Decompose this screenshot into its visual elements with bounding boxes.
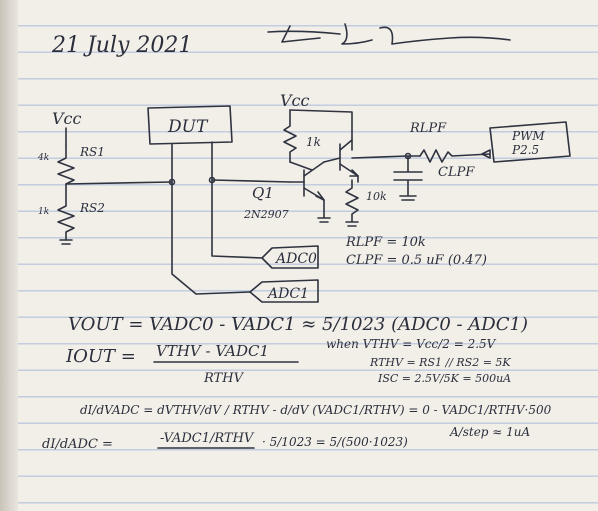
adc0-label: ADC0 [274, 251, 317, 267]
r-left-upper-value: 4k [37, 153, 49, 163]
divider-wire [65, 181, 173, 185]
pwm-line1: PWM [511, 129, 545, 143]
adc1-wire [171, 181, 251, 295]
page-gutter [0, 0, 18, 511]
eq-iout-lhs: IOUT = [65, 346, 136, 367]
base-wire [211, 179, 291, 183]
dut-box [147, 105, 233, 145]
r-left-lower-value: 1k [38, 207, 49, 217]
vcc-left-label: Vcc [52, 109, 82, 128]
r-left-lower-name: RS2 [79, 201, 105, 215]
note-clpf: CLPF = 0.5 uF (0.47) [346, 253, 487, 268]
eq-when: when VTHV = Vcc/2 = 2.5V [326, 337, 497, 351]
transistor-q1 [289, 161, 331, 223]
signature-text: Frank L Erickson [319, 30, 434, 45]
adc0-wire [211, 179, 263, 259]
eq-vout: VOUT = VADC0 - VADC1 ≈ 5/1023 (ADC0 - AD… [68, 314, 528, 335]
q1-name: Q1 [252, 184, 274, 202]
eq-iout-num: VTHV - VADC1 [156, 342, 269, 360]
eq-deriv2-mid: · 5/1023 = 5/(500·1023) [262, 435, 408, 449]
r-mid-label: 1k [306, 135, 321, 149]
r-right-label: 10k [366, 190, 387, 203]
eq-deriv2-rhs: A/step ≈ 1uA [449, 425, 531, 439]
date-text: 21 July 2021 [51, 33, 192, 58]
vcc-top-wire [289, 109, 353, 151]
c-lpf [393, 155, 423, 201]
left-divider [57, 127, 75, 245]
eq-deriv1: dI/dVADC = dVTHV/dV / RTHV - d/dV (VADC1… [80, 403, 552, 417]
r-right [345, 179, 359, 227]
c-lpf-label: CLPF [438, 165, 475, 180]
r-left-upper-name: RS1 [79, 145, 105, 159]
note-rlpf: RLPF = 10k [345, 235, 426, 250]
dut-label: DUT [167, 117, 209, 137]
pwm-box [489, 121, 571, 163]
r-lpf [419, 149, 491, 163]
pwm-line2: P2.5 [511, 143, 539, 157]
pwm-arrow [481, 149, 491, 159]
adc0-flag [261, 245, 319, 269]
adc1-flag [249, 279, 319, 303]
dut-leads [171, 141, 213, 183]
eq-iout-den: RTHV [203, 371, 245, 386]
r-mid [283, 109, 297, 163]
vcc-right-label: Vcc [280, 91, 310, 110]
q1-part: 2N2907 [243, 208, 289, 221]
eq-deriv2-frac: -VADC1/RTHV [160, 431, 255, 446]
eq-rthv: RTHV = RS1 // RS2 = 5K [369, 356, 511, 369]
r-lpf-label: RLPF [409, 121, 447, 136]
transistor-q2 [323, 139, 359, 183]
eq-deriv2-lhs: dI/dADC = [42, 437, 113, 452]
adc1-label: ADC1 [266, 286, 309, 302]
signature: Frank L Erickson [267, 23, 511, 45]
eq-isc: ISC = 2.5V/5K = 500uA [377, 372, 511, 385]
